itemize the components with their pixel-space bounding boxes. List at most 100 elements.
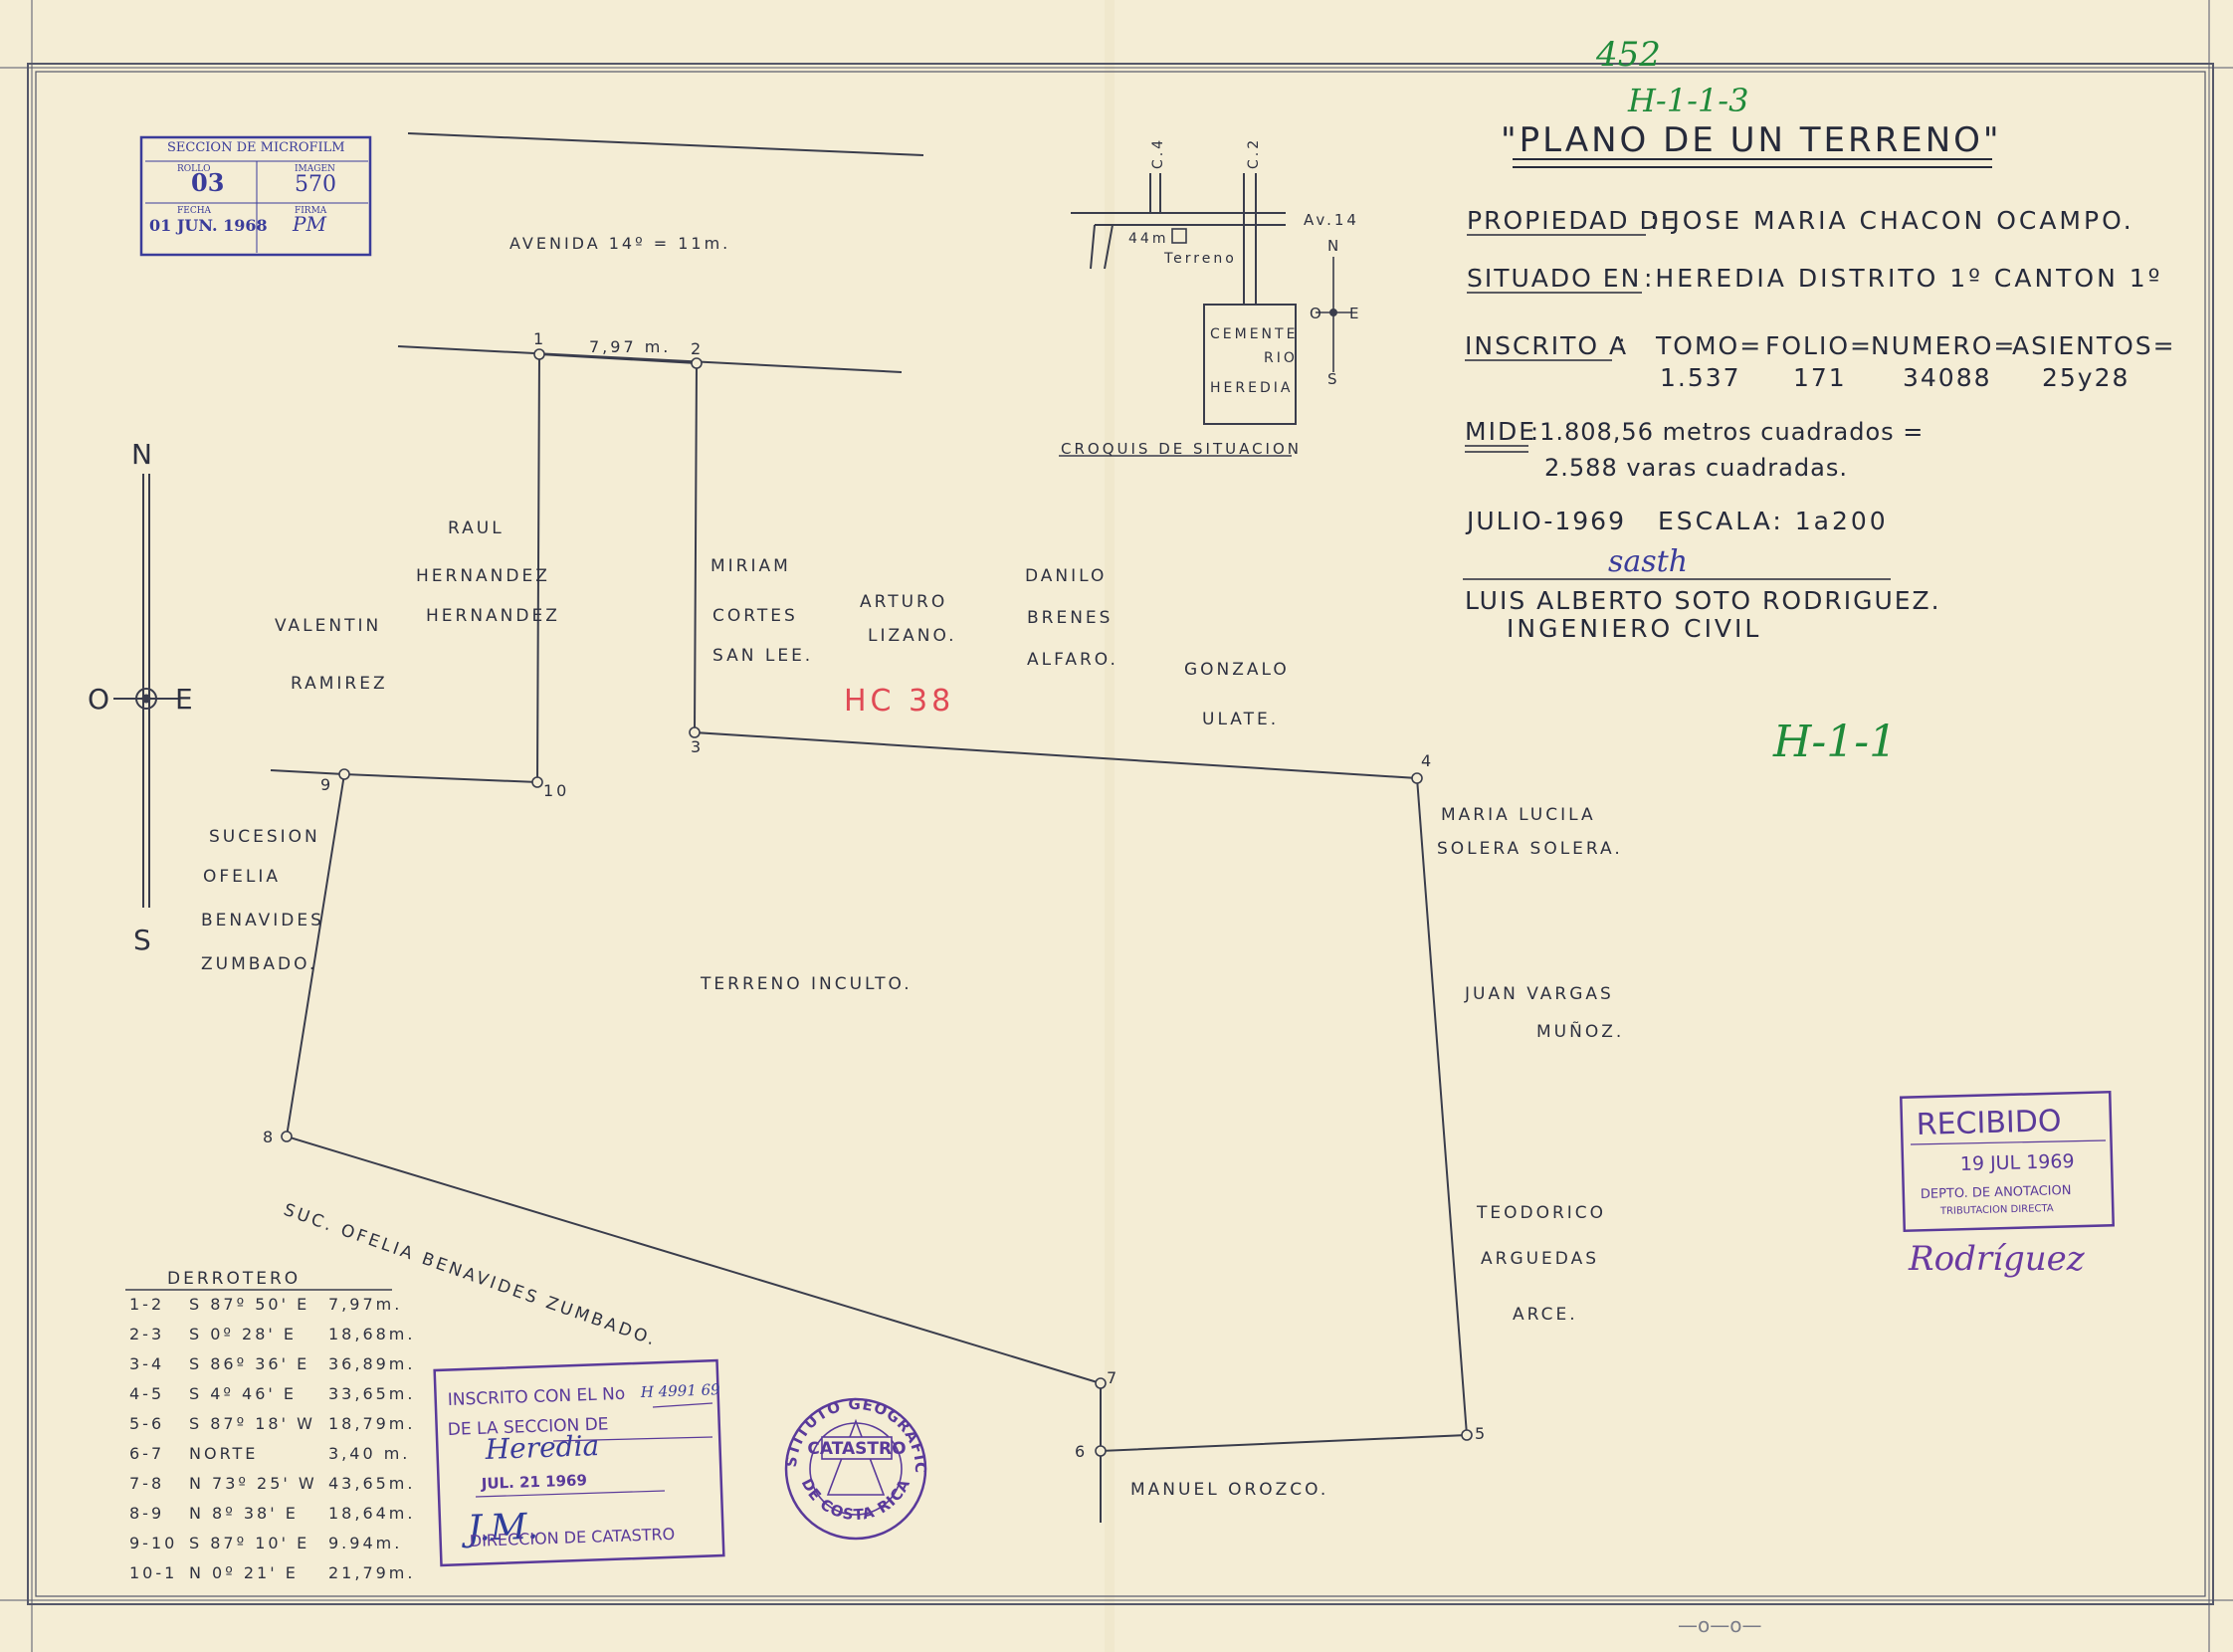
engineer-title: INGENIERO CIVIL [1507, 614, 1761, 643]
plan-title: "PLANO DE UN TERRENO" [1501, 120, 2002, 160]
derrotero-bearing: S 4º 46' E [189, 1384, 297, 1403]
derrotero-dist: 33,65m. [328, 1384, 415, 1403]
folio-label: FOLIO= [1765, 331, 1873, 360]
derrotero-dist: 18,68m. [328, 1325, 415, 1343]
mide-line2: 2.588 varas cuadradas. [1544, 454, 1848, 482]
derrotero-seg: 5-6 [129, 1414, 164, 1433]
vertex-marker-8 [281, 1131, 293, 1142]
derrotero-bearing: N 0º 21' E [189, 1563, 299, 1582]
microfilm-firma-label: FIRMA [295, 206, 327, 216]
ref-code: H-1-1-3 [1627, 82, 1748, 119]
tomo-value: 1.537 [1660, 363, 1741, 392]
location-sketch [1059, 173, 1351, 457]
vertex-marker-9 [338, 768, 350, 780]
neighbor-gonzalo-1: GONZALO [1184, 660, 1290, 680]
folio-value: 171 [1793, 363, 1847, 392]
neighbor-juan-2: MUÑOZ. [1536, 1020, 1624, 1042]
neighbor-juan-1: JUAN VARGAS [1464, 984, 1614, 1004]
derrotero-seg: 1-2 [129, 1295, 164, 1314]
compass-west: O [88, 683, 109, 716]
vertex-label-4: 4 [1421, 751, 1434, 770]
vertex-label-7: 7 [1107, 1368, 1119, 1387]
derrotero-seg: 4-5 [129, 1384, 164, 1403]
recibido-date: 19 JUL 1969 [1960, 1150, 2075, 1175]
red-code: HC 38 [844, 684, 954, 719]
sketch-cemetery-1: CEMENTE [1210, 326, 1298, 342]
north-arrow [113, 474, 179, 908]
neighbor-teodorico-3: ARCE. [1513, 1305, 1578, 1325]
propiedad-label: PROPIEDAD DE [1467, 206, 1679, 235]
vertex-marker-1 [533, 348, 545, 360]
neighbor-valentin-2: RAMIREZ [291, 674, 388, 694]
inscrito-label: INSCRITO A [1465, 331, 1628, 360]
vertex-label-2: 2 [691, 339, 704, 358]
compass-east: E [175, 683, 193, 716]
inscrito-colon: : [1618, 331, 1625, 356]
sketch-distance: 44m [1128, 231, 1168, 247]
recibido-stamp [1899, 1090, 2116, 1233]
parcel-label: TERRENO INCULTO. [700, 974, 913, 994]
neighbor-raul-1: RAUL [448, 518, 505, 538]
recibido-signature: Rodríguez [1908, 1239, 2086, 1279]
vertex-marker-2 [691, 357, 703, 369]
sketch-east: E [1349, 305, 1361, 322]
vertex-label-10: 10 [543, 781, 569, 800]
asientos-label: ASIENTOS= [2012, 331, 2176, 360]
compass-north: N [131, 438, 152, 471]
numero-value: 34088 [1903, 363, 1992, 392]
derrotero-dist: 18,64m. [328, 1504, 415, 1523]
vertex-label-9: 9 [320, 775, 333, 794]
vertex-marker-7 [1095, 1377, 1107, 1389]
neighbor-sucesion-1: SUCESION [209, 827, 320, 847]
neighbor-sucesion-2: OFELIA [203, 867, 281, 887]
mide-line1: :1.808,56 metros cuadrados = [1530, 418, 1924, 446]
sketch-west: O [1310, 305, 1324, 322]
catastro-seal [784, 1397, 927, 1541]
derrotero-seg: 6-7 [129, 1444, 164, 1463]
derrotero-dist: 21,79m. [328, 1563, 415, 1582]
vertex-label-8: 8 [263, 1128, 276, 1146]
recibido-line1: DEPTO. DE ANOTACION [1921, 1183, 2072, 1202]
microfilm-fecha-label: FECHA [177, 206, 212, 216]
neighbor-danilo-3: ALFARO. [1027, 650, 1118, 670]
neighbor-sucesion-4: ZUMBADO. [201, 954, 317, 974]
mide-label: MIDE [1465, 417, 1536, 446]
neighbor-teodorico-2: ARGUEDAS [1481, 1249, 1599, 1269]
plan-date: JULIO-1969 [1465, 507, 1626, 535]
neighbor-danilo-1: DANILO [1025, 566, 1107, 586]
derrotero-dist: 9.94m. [328, 1534, 402, 1552]
green-code: H-1-1 [1772, 717, 1897, 767]
vertex-label-3: 3 [691, 737, 704, 756]
numero-label: NUMERO= [1871, 331, 2016, 360]
vertex-marker-3 [689, 726, 701, 738]
vertex-label-6: 6 [1075, 1442, 1088, 1461]
microfilm-imagen: 570 [295, 172, 336, 197]
vertex-marker-6 [1095, 1445, 1107, 1457]
microfilm-imagen-label: IMAGEN [295, 164, 335, 174]
derrotero-dist: 3,40 m. [328, 1444, 410, 1463]
derrotero-title: DERROTERO [167, 1269, 301, 1289]
derrotero-bearing: S 87º 10' E [189, 1534, 309, 1552]
neighbor-maria-1: MARIA LUCILA [1441, 805, 1596, 825]
neighbor-raul-3: HERNANDEZ [426, 606, 560, 626]
microfilm-rollo: 03 [191, 168, 224, 197]
derrotero-seg: 9-10 [129, 1534, 177, 1552]
derrotero-bearing: S 86º 36' E [189, 1354, 309, 1373]
derrotero-dist: 7,97m. [328, 1295, 402, 1314]
sketch-south: S [1327, 370, 1340, 388]
neighbor-miriam-2: CORTES [712, 606, 798, 626]
compass-south: S [133, 924, 151, 956]
engineer-name: LUIS ALBERTO SOTO RODRIGUEZ. [1465, 586, 1941, 615]
neighbor-danilo-2: BRENES [1027, 608, 1113, 628]
derrotero-bearing: S 0º 28' E [189, 1325, 297, 1343]
situado-value: :HEREDIA DISTRITO 1º CANTON 1º [1644, 264, 2162, 293]
sketch-terreno: Terreno [1163, 251, 1237, 267]
microfilm-firma: PM [292, 212, 326, 236]
neighbor-gonzalo-2: ULATE. [1202, 710, 1279, 729]
neighbor-arturo-2: LIZANO. [868, 626, 957, 646]
derrotero-seg: 2-3 [129, 1325, 164, 1343]
front-measure: 7,97 m. [589, 337, 671, 356]
